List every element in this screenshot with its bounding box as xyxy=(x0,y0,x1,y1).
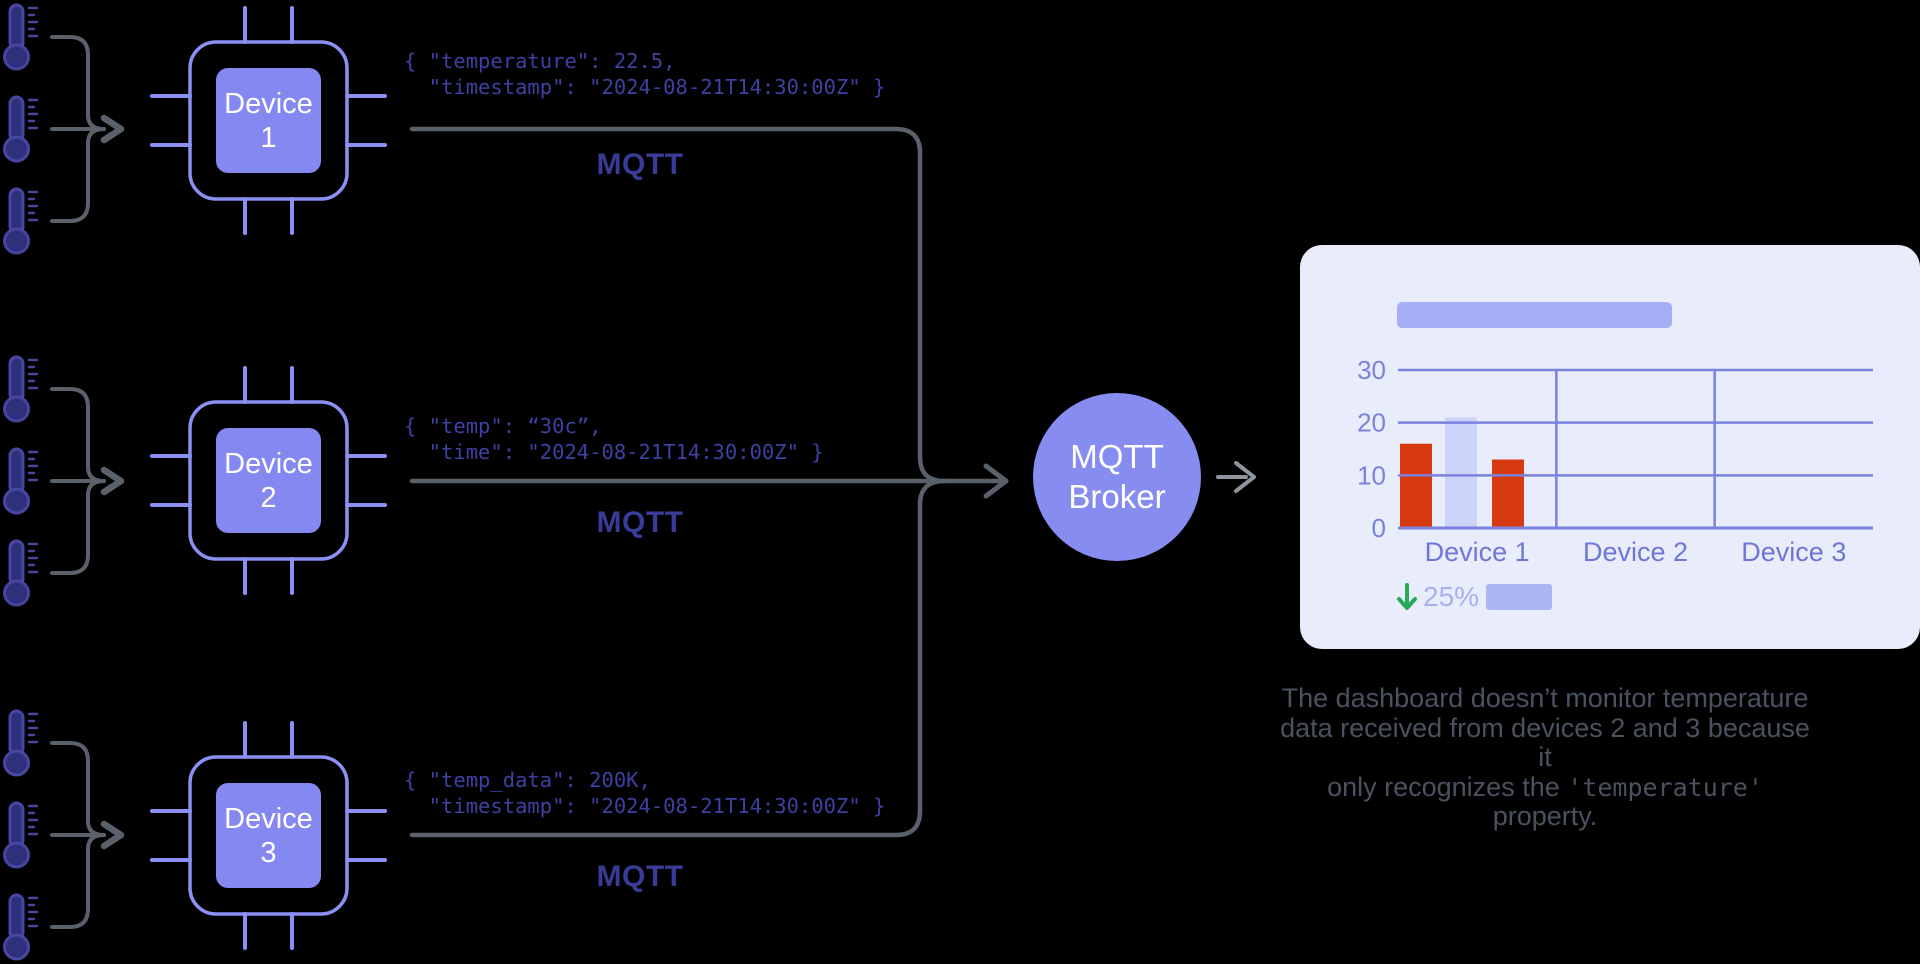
sensor-connector xyxy=(50,35,106,131)
caption-line-3: only recognizes the 'temperature' proper… xyxy=(1327,771,1763,831)
arrow-icon xyxy=(100,466,125,496)
broker-connectors xyxy=(409,126,1009,838)
caption-line-1: The dashboard doesn’t monitor temperatur… xyxy=(1281,683,1809,713)
payload-device-2: { "temp": “30c”, "time": "2024-08-21T14:… xyxy=(404,414,824,464)
device1-line xyxy=(409,126,947,484)
y-tick-label: 20 xyxy=(1357,408,1386,438)
thermometer-icon xyxy=(3,539,39,607)
arrow-icon xyxy=(1234,461,1256,493)
y-tick-label: 30 xyxy=(1357,355,1386,385)
thermometer-icon xyxy=(3,355,39,423)
broker-to-dashboard-arrow xyxy=(1216,461,1256,493)
device-1-label: Device 1 xyxy=(224,87,313,154)
mqtt-protocol-label-3: MQTT xyxy=(596,860,684,893)
device3-line xyxy=(409,478,947,838)
mqtt-broker-node: MQTT Broker xyxy=(1033,393,1201,561)
sensor-connector xyxy=(50,127,106,223)
bar-device-1-reading-2 xyxy=(1445,417,1477,528)
trend-label-placeholder xyxy=(1486,584,1553,610)
mqtt-protocol-label-1: MQTT xyxy=(596,148,684,181)
y-tick-label: 10 xyxy=(1357,460,1386,490)
chart-title-placeholder xyxy=(1397,302,1672,328)
sensor-group-2 xyxy=(3,355,125,607)
sensor-connector xyxy=(50,741,106,837)
trend-indicator: 25% xyxy=(1395,581,1553,613)
chip-icon-device-2 xyxy=(150,366,387,595)
trend-percent: 25% xyxy=(1423,581,1480,612)
down-arrow-icon xyxy=(1397,583,1417,610)
chip-icon-device-3 xyxy=(150,721,387,950)
payload-device-3: { "temp_data": 200K, "timestamp": "2024-… xyxy=(404,768,886,818)
x-category-label: Device 3 xyxy=(1741,537,1846,567)
payload-device-1: { "temperature": 22.5, "timestamp": "202… xyxy=(404,49,886,99)
sensor-group-3 xyxy=(3,709,125,961)
device-2-label: Device 2 xyxy=(224,447,313,514)
thermometer-icon xyxy=(3,95,39,163)
sensor-group-1 xyxy=(3,3,125,255)
thermometer-icon xyxy=(3,447,39,515)
bar-device-1-reading-3 xyxy=(1492,459,1524,528)
thermometer-icon xyxy=(3,187,39,255)
thermometer-icon xyxy=(3,893,39,961)
sensor-connector xyxy=(50,833,106,929)
sensor-connector xyxy=(50,479,106,575)
arrow-icon xyxy=(983,463,1009,499)
device-3-label: Device 3 xyxy=(224,802,313,869)
sensor-connector xyxy=(50,387,106,483)
chip-icon-device-1 xyxy=(150,6,387,235)
thermometer-icon xyxy=(3,801,39,869)
thermometer-icon xyxy=(3,3,39,71)
thermometer-icon xyxy=(3,709,39,777)
bar-device-1-reading-1 xyxy=(1400,443,1432,528)
inline-code: 'temperature' xyxy=(1567,772,1763,802)
x-category-label: Device 1 xyxy=(1425,537,1530,567)
caption-line-2: data received from devices 2 and 3 becau… xyxy=(1280,712,1810,772)
y-tick-label: 0 xyxy=(1372,513,1386,543)
arrow-icon xyxy=(100,820,125,850)
arrow-icon xyxy=(100,114,125,144)
caption: The dashboard doesn’t monitor temperatur… xyxy=(1280,683,1810,832)
mqtt-protocol-label-2: MQTT xyxy=(596,506,684,539)
x-category-label: Device 2 xyxy=(1583,537,1688,567)
